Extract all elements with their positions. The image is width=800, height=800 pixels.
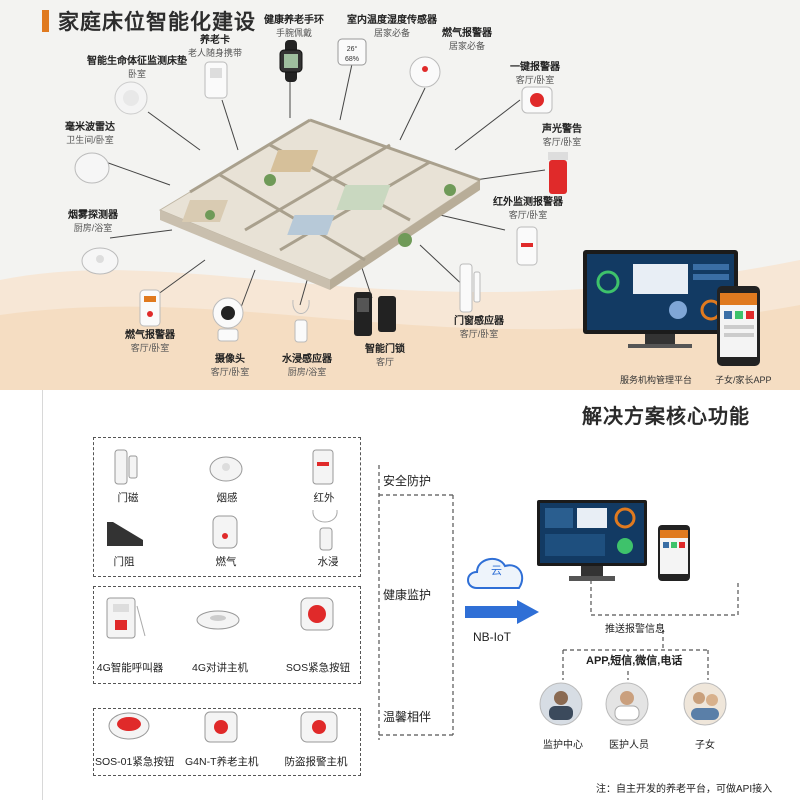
core-functions-panel: 解决方案核心功能 安全防护 健康监护 温馨相伴 门磁 烟感 红外 门阻 燃气 水… (42, 390, 800, 800)
anti-theft-host-icon (300, 711, 338, 743)
push-alert-label: 推送报警信息 (605, 624, 665, 635)
device-sos-button: 一键报警器 客厅/卧室 (510, 62, 560, 85)
device-door-lock: 智能门锁 客厅 (365, 344, 405, 367)
door-magnet-icon (114, 449, 138, 485)
item-water: 水浸 (317, 556, 339, 568)
category-warm: 温馨相伴 (383, 710, 432, 724)
item-door-magnet: 门磁 (117, 492, 139, 504)
svg-text:26°: 26° (347, 45, 358, 53)
platform-caption: 服务机构管理平台 (620, 375, 693, 385)
sos-button-image (521, 86, 553, 114)
health-devices-box (93, 586, 361, 684)
receiver-children: 子女 (695, 740, 715, 751)
receiver-medical-staff: 医护人员 (609, 740, 649, 751)
item-anti-theft: 防盗报警主机 (284, 756, 348, 768)
channels-label: APP,短信,微信,电话 (583, 652, 686, 668)
sos01-button-icon (108, 712, 150, 740)
device-water: 水浸感应器 厨房/浴室 (282, 354, 332, 377)
infrared-sensor-image (516, 226, 538, 266)
cloud-icon (467, 557, 524, 589)
safety-devices-box (93, 437, 361, 577)
title-accent-bar (42, 10, 49, 32)
item-sos-button: SOS紧急按钮 (285, 662, 351, 674)
siren-image (548, 152, 568, 194)
temp-humidity-sensor-image: 26°68% (337, 38, 367, 66)
device-gas-alarm-left: 燃气报警器 客厅/卧室 (125, 330, 175, 353)
footnote: 注：自主开发的养老平台，可做API接入 (596, 784, 773, 795)
item-g4nt: G4N-T养老主机 (185, 756, 259, 768)
gas-alarm-left-image (139, 289, 161, 327)
warm-devices-box (93, 708, 361, 776)
device-sound-light: 声光警告 客厅/卧室 (542, 124, 582, 147)
flow-lines (378, 465, 739, 740)
door-lock-image (354, 292, 396, 336)
gas-sensor-icon (212, 515, 238, 549)
nbiot-label: NB-IoT (473, 630, 512, 644)
item-4g-caller: 4G智能呼叫器 (96, 662, 164, 674)
phone-image (658, 525, 690, 581)
gas-alarm-image (409, 56, 441, 88)
smoke-detector-image (81, 247, 119, 275)
section-title: 解决方案核心功能 (582, 406, 750, 428)
health-band-image (279, 40, 303, 82)
receiver-monitor-center: 监护中心 (543, 740, 583, 751)
device-health-band: 健康养老手环 手腕佩戴 (264, 15, 324, 38)
item-smoke: 烟感 (216, 492, 238, 504)
item-4g-intercom: 4G对讲主机 (191, 662, 248, 674)
children-photo (683, 682, 727, 726)
call-device-icon (106, 597, 146, 639)
door-stopper-icon (107, 522, 143, 546)
connector-lines (99, 63, 546, 311)
device-door-window: 门窗感应器 客厅/卧室 (454, 316, 504, 339)
smoke-sensor-icon (209, 456, 243, 482)
nbiot-arrow-icon (465, 600, 539, 624)
infrared-icon (312, 449, 334, 485)
item-infrared: 红外 (313, 492, 335, 504)
smart-home-panel: 家庭床位智能化建设 (0, 0, 800, 390)
device-gas-alarm-top: 燃气报警器 居家必备 (442, 28, 492, 51)
category-safety: 安全防护 (383, 474, 432, 488)
cloud-label: 云 (491, 565, 502, 577)
device-radar: 毫米波雷达 卫生间/卧室 (65, 122, 115, 145)
platform-monitor-image (583, 250, 738, 348)
category-health: 健康监护 (383, 588, 432, 602)
item-sos01: SOS-01紧急按钮 (95, 756, 175, 768)
svg-text:68%: 68% (345, 56, 359, 63)
sos-button-icon (300, 597, 334, 631)
floorplan-illustration (158, 118, 482, 290)
g4nt-host-icon (204, 711, 238, 743)
bed-pad-sensor-image (114, 81, 148, 115)
water-leak-icon (312, 509, 338, 551)
app-phone-image (717, 286, 760, 366)
device-temp-sensor: 室内温度湿度传感器 居家必备 (347, 15, 437, 38)
device-bed-pad: 智能生命体征监测床垫 卧室 (87, 56, 187, 79)
item-gas: 燃气 (215, 556, 237, 568)
app-caption: 子女/家长APP (715, 375, 772, 385)
page-title: 家庭床位智能化建设 (58, 11, 256, 34)
monitor-center-photo (539, 682, 583, 726)
elder-card-image (204, 61, 228, 99)
radar-image (74, 152, 110, 184)
item-door-stopper: 门阻 (113, 556, 135, 568)
intercom-host-icon (196, 610, 240, 630)
monitor-image (537, 500, 647, 581)
device-infrared: 红外监测报警器 客厅/卧室 (493, 197, 563, 220)
door-window-sensor-image (459, 263, 481, 313)
device-camera: 摄像头 客厅/卧室 (210, 354, 250, 377)
device-smoke: 烟雾探测器 厨房/浴室 (68, 210, 118, 233)
device-elder-card: 养老卡 老人随身携带 (187, 35, 242, 58)
medical-staff-photo (605, 682, 649, 726)
water-sensor-image (292, 299, 310, 343)
camera-image (212, 297, 244, 342)
